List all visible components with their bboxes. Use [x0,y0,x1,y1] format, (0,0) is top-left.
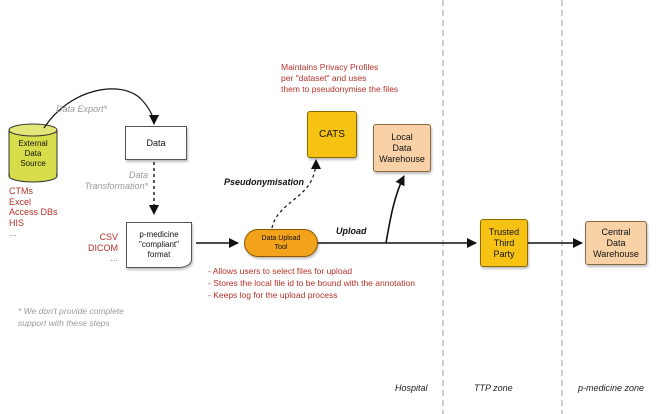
source-type-item: Excel [9,196,32,207]
upload-to-local-dw-arrow [385,175,405,244]
upload-feature-item: - Allows users to select files for uploa… [208,266,353,276]
central-data-warehouse-label: Central Data Warehouse [593,226,639,259]
pseudonymisation-label: Pseudonymisation [224,177,305,187]
upload-feature-item: - Stores the local file id to be bound w… [208,278,415,288]
upload-label: Upload [336,226,367,236]
central-data-warehouse-box: Central Data Warehouse [585,221,647,265]
external-data-source-label: External Data Source [18,139,48,168]
data-upload-tool-label: Data Upload Tool [261,235,301,251]
trusted-third-party-label: Trusted Third Party [488,226,520,259]
source-types-list: CTMs Excel Access DBs HIS ... [9,186,58,239]
source-type-item: Access DBs [9,207,58,217]
trusted-third-party-box: Trusted Third Party [480,219,528,267]
external-data-source-cylinder [8,123,58,183]
format-types-list: CSV DICOM ... [70,232,118,264]
data-export-arrow [43,88,159,129]
cats-box: CATS [307,111,357,158]
source-type-item: CTMs [9,186,33,196]
cats-label: CATS [319,129,345,140]
data-upload-tool-box: Data Upload Tool [244,229,318,257]
data-transformation-label: Data Transformation* [84,170,148,191]
local-data-warehouse-label: Local Data Warehouse [379,131,425,164]
privacy-profiles-note: Maintains Privacy Profiles per "dataset"… [281,62,399,94]
zone-label-pmedicine: p-medicine zone [578,383,645,393]
source-type-item: ... [9,228,17,238]
data-box-label: Data [146,138,166,148]
footnote: * We don't provide complete support with… [18,306,124,328]
zone-label-hospital: Hospital [395,383,428,393]
upload-features-list: - Allows users to select files for uploa… [208,265,415,301]
zone-label-ttp: TTP zone [474,383,513,393]
format-type-item: CSV [99,232,118,242]
data-box: Data [125,126,187,160]
format-type-item: DICOM [88,242,118,253]
pseudonymisation-arrow [271,159,321,229]
data-export-label: Data Export* [56,104,108,114]
upload-feature-item: - Keeps log for the upload process [208,290,338,300]
local-data-warehouse-box: Local Data Warehouse [373,124,431,172]
compliant-format-document: p-medicine "compliant" format [126,222,192,268]
source-type-item: HIS [9,217,25,228]
format-type-item: ... [110,253,118,263]
compliant-format-label: p-medicine "compliant" format [139,230,179,259]
